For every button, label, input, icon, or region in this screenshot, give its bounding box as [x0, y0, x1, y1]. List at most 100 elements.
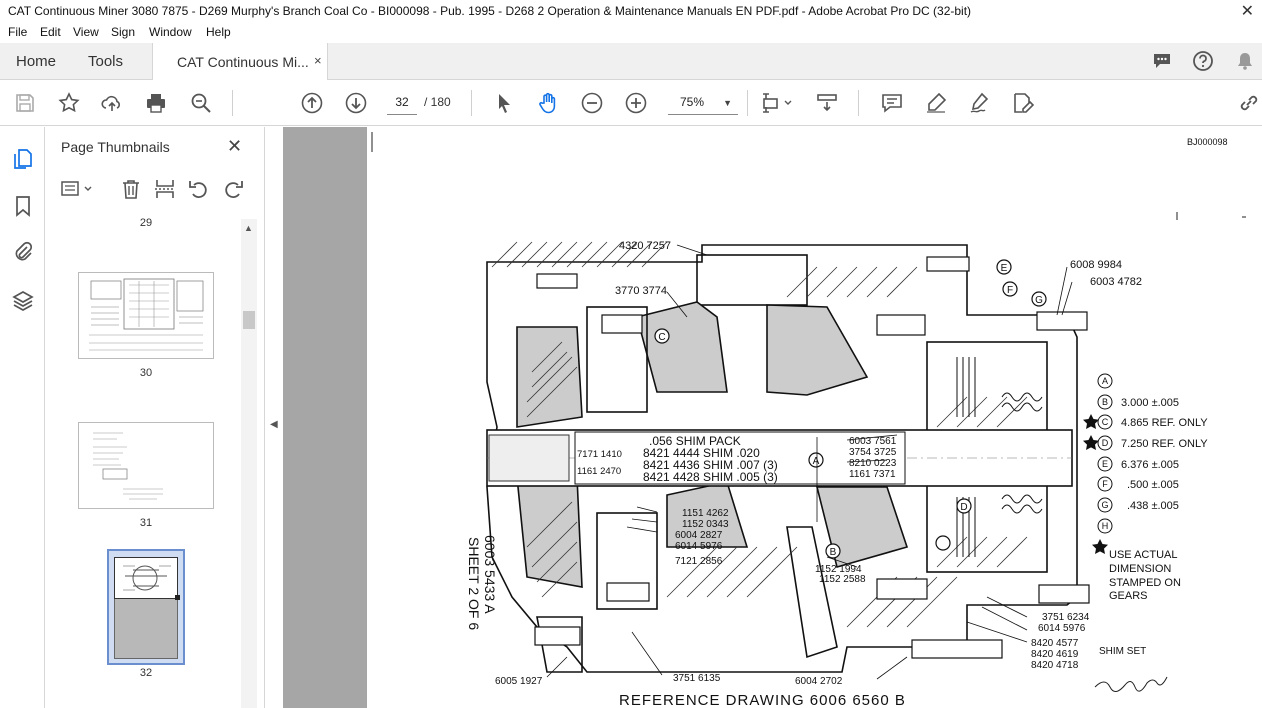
menu-edit[interactable]: Edit: [40, 25, 61, 39]
thumbnail-label-29: 29: [139, 217, 153, 229]
zoom-value: 75%: [680, 95, 705, 109]
legend-key-h: H: [1102, 521, 1109, 531]
callout-8420-4718: 8420 4718: [1031, 660, 1079, 671]
menu-sign[interactable]: Sign: [111, 25, 136, 39]
notifications-bell-icon[interactable]: [1234, 50, 1256, 75]
menu-view[interactable]: View: [73, 25, 99, 39]
legend-text-b: 3.000 ±.005: [1121, 397, 1179, 409]
attachment-icon[interactable]: [11, 240, 35, 264]
thumbnail-page-31[interactable]: [78, 422, 214, 509]
hand-icon[interactable]: [536, 91, 560, 115]
options-menu-icon[interactable]: [60, 177, 96, 201]
tab-document[interactable]: CAT Continuous Mi... ×: [152, 43, 328, 80]
zoom-select[interactable]: 75% ▼: [668, 91, 738, 115]
bookmark-icon[interactable]: [11, 194, 35, 218]
legend-key-d: D: [1102, 438, 1109, 448]
window-close-button[interactable]: ✕: [1240, 3, 1254, 20]
share-upload-icon[interactable]: [100, 91, 124, 115]
callout-8420-4577: 8420 4577: [1031, 638, 1079, 649]
callout-1161-2470: 1161 2470: [577, 466, 621, 477]
callout-6008-9984: 6008 9984: [1070, 259, 1122, 271]
tab-bar: Home Tools CAT Continuous Mi... ×: [0, 43, 1262, 80]
reference-drawing: REFERENCE DRAWING 6006 6560 B: [619, 692, 906, 708]
scrollbar-thumb[interactable]: [243, 311, 255, 329]
edit-pdf-icon[interactable]: [1011, 91, 1035, 115]
tab-tools[interactable]: Tools: [88, 53, 124, 70]
legend-key-g: G: [1101, 500, 1108, 510]
comment-icon[interactable]: [880, 91, 904, 115]
document-viewer[interactable]: A B C D E F G: [283, 127, 1262, 708]
zoom-out-icon[interactable]: [580, 91, 604, 115]
comments-icon[interactable]: [1151, 50, 1173, 75]
star-icon[interactable]: [57, 91, 81, 115]
callout-3751-6135: 3751 6135: [673, 673, 721, 684]
menu-bar: File Edit View Sign Window Help: [0, 23, 1262, 43]
menu-file[interactable]: File: [8, 25, 28, 39]
window-title: CAT Continuous Miner 3080 7875 - D269 Mu…: [8, 4, 972, 18]
select-arrow-icon[interactable]: [492, 91, 516, 115]
thumbnail-tools: [45, 173, 265, 207]
doc-id: BJ000098: [1187, 137, 1228, 147]
note-line-3: STAMPED ON: [1109, 577, 1181, 589]
insert-page-icon[interactable]: [153, 177, 177, 201]
main-toolbar: 32 / 180 75% ▼: [0, 80, 1262, 126]
thumbnail-label-32: 32: [139, 667, 153, 679]
note-line-2: DIMENSION: [1109, 563, 1171, 575]
print-icon[interactable]: [144, 91, 168, 115]
delete-page-icon[interactable]: [119, 177, 143, 201]
fill-sign-icon[interactable]: [968, 91, 992, 115]
sheet-of: SHEET 2 OF 6: [466, 537, 482, 630]
thumbnails-scrollbar[interactable]: ▲: [241, 219, 257, 708]
callout-6014-5976: 6014 5976: [675, 541, 723, 552]
highlight-pen-icon[interactable]: [924, 91, 948, 115]
callout-1152-1994: 1152 1994: [815, 564, 862, 575]
chevron-down-icon: ▼: [723, 98, 732, 108]
scroll-up-icon[interactable]: ▲: [244, 223, 253, 233]
menu-help[interactable]: Help: [206, 25, 231, 39]
drawing-letter-g: G: [1035, 295, 1043, 306]
legend-key-a: A: [1102, 376, 1108, 386]
rotate-left-icon[interactable]: [187, 177, 211, 201]
help-icon[interactable]: [1192, 50, 1214, 75]
tab-document-close-button[interactable]: ×: [314, 53, 322, 68]
callout-3754-3725: 3754 3725: [849, 447, 897, 458]
layers-icon[interactable]: [11, 289, 35, 313]
panel-splitter[interactable]: ◀: [265, 127, 283, 708]
callout-6014-5976-b: 6014 5976: [1038, 623, 1086, 634]
panel-close-button[interactable]: ✕: [227, 136, 243, 156]
callout-3751-6234: 3751 6234: [1042, 612, 1090, 623]
zoom-in-icon[interactable]: [624, 91, 648, 115]
drawing-letter-a: A: [813, 456, 820, 467]
rotate-right-icon[interactable]: [221, 177, 245, 201]
page-thumbnails-icon[interactable]: [11, 147, 35, 171]
menu-window[interactable]: Window: [149, 25, 192, 39]
callout-6004-2827: 6004 2827: [675, 530, 723, 541]
save-icon[interactable]: [13, 91, 37, 115]
collapse-panel-icon[interactable]: ◀: [270, 419, 278, 430]
legend-key-c: C: [1102, 417, 1109, 427]
left-rail: [0, 127, 45, 708]
callout-6004-2702: 6004 2702: [795, 676, 843, 687]
shim-row-2: 8421 4436 SHIM .007 (3): [643, 458, 778, 472]
tab-home[interactable]: Home: [16, 53, 57, 70]
prev-page-icon[interactable]: [300, 91, 324, 115]
title-bar: CAT Continuous Miner 3080 7875 - D269 Mu…: [0, 0, 1262, 23]
next-page-icon[interactable]: [344, 91, 368, 115]
note-line-4: GEARS: [1109, 590, 1148, 602]
shim-row-1: 8421 4444 SHIM .020: [643, 446, 760, 460]
drawing-letter-b: B: [830, 547, 837, 558]
thumbnail-page-30[interactable]: [78, 272, 214, 359]
link-icon[interactable]: [1237, 91, 1261, 115]
legend-text-d: 7.250 REF. ONLY: [1121, 438, 1208, 450]
drawing-letter-f: F: [1007, 285, 1013, 296]
fit-page-icon[interactable]: [760, 91, 794, 115]
page-total: / 180: [424, 95, 451, 109]
callout-6003-7561: 6003 7561: [849, 436, 897, 447]
shim-pack-title: .056 SHIM PACK: [649, 434, 741, 448]
thumbnail-page-32-selected[interactable]: [107, 549, 185, 665]
page-thumbnails-panel: Page Thumbnails ✕ 29 30: [45, 127, 265, 708]
scroll-mode-icon[interactable]: [815, 91, 839, 115]
search-zoom-icon[interactable]: [189, 91, 213, 115]
page-number-input[interactable]: 32: [387, 91, 417, 115]
legend-text-c: 4.865 REF. ONLY: [1121, 417, 1208, 429]
